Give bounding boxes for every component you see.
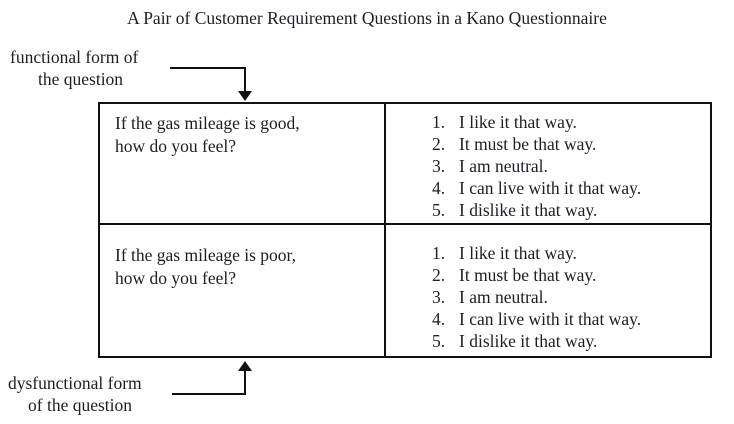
option-item: 1. I like it that way. [432, 242, 706, 264]
option-item: 4. I can live with it that way. [432, 308, 706, 330]
option-item: 1. I like it that way. [432, 111, 706, 133]
functional-connector-horizontal [170, 67, 246, 69]
options-cell-dysfunctional: 1. I like it that way. 2. It must be that … [386, 225, 710, 356]
option-number: 4. [432, 309, 446, 329]
functional-form-label: functional form of the question [10, 47, 138, 90]
option-number: 5. [432, 331, 446, 351]
dysfunctional-connector-vertical [244, 370, 246, 395]
question-line: If the gas mileage is poor, [115, 245, 297, 265]
option-text: I like it that way. [459, 112, 577, 132]
question-cell-functional: If the gas mileage is good, how do you f… [100, 104, 386, 225]
option-text: I like it that way. [459, 243, 577, 263]
question-cell-dysfunctional: If the gas mileage is poor, how do you f… [100, 225, 386, 356]
option-number: 2. [432, 134, 446, 154]
option-item: 3. I am neutral. [432, 155, 706, 177]
option-number: 4. [432, 178, 446, 198]
option-number: 1. [432, 112, 446, 132]
option-text: I am neutral. [459, 156, 548, 176]
options-cell-functional: 1. I like it that way. 2. It must be that … [386, 104, 710, 225]
option-text: I dislike it that way. [459, 331, 598, 351]
dysfunctional-form-label-line1: dysfunctional form [8, 373, 142, 393]
question-line: If the gas mileage is good, [115, 113, 300, 133]
functional-form-label-line1: functional form of [10, 47, 139, 67]
dysfunctional-arrowhead-up-icon [238, 361, 252, 371]
option-number: 3. [432, 287, 446, 307]
option-item: 4. I can live with it that way. [432, 177, 706, 199]
option-item: 5. I dislike it that way. [432, 199, 706, 221]
dysfunctional-form-label-line2: of the question [28, 394, 133, 415]
option-text: It must be that way. [459, 265, 597, 285]
option-text: I can live with it that way. [459, 178, 642, 198]
functional-connector-vertical [244, 67, 246, 92]
option-item: 5. I dislike it that way. [432, 330, 706, 352]
dysfunctional-form-label: dysfunctional form of the question [8, 373, 142, 416]
figure-title: A Pair of Customer Requirement Questions… [127, 8, 607, 28]
option-text: I can live with it that way. [459, 309, 642, 329]
option-item: 2. It must be that way. [432, 264, 706, 286]
functional-form-label-line2: the question [38, 68, 124, 89]
option-item: 2. It must be that way. [432, 133, 706, 155]
option-text: It must be that way. [459, 134, 597, 154]
question-table: If the gas mileage is good, how do you f… [98, 102, 712, 358]
functional-arrowhead-down-icon [238, 91, 252, 101]
option-text: I am neutral. [459, 287, 548, 307]
option-number: 2. [432, 265, 446, 285]
question-line: how do you feel? [115, 136, 237, 156]
option-number: 5. [432, 200, 446, 220]
dysfunctional-connector-horizontal [172, 393, 246, 395]
option-item: 3. I am neutral. [432, 286, 706, 308]
question-line: how do you feel? [115, 268, 237, 288]
option-number: 1. [432, 243, 446, 263]
option-number: 3. [432, 156, 446, 176]
option-text: I dislike it that way. [459, 200, 598, 220]
